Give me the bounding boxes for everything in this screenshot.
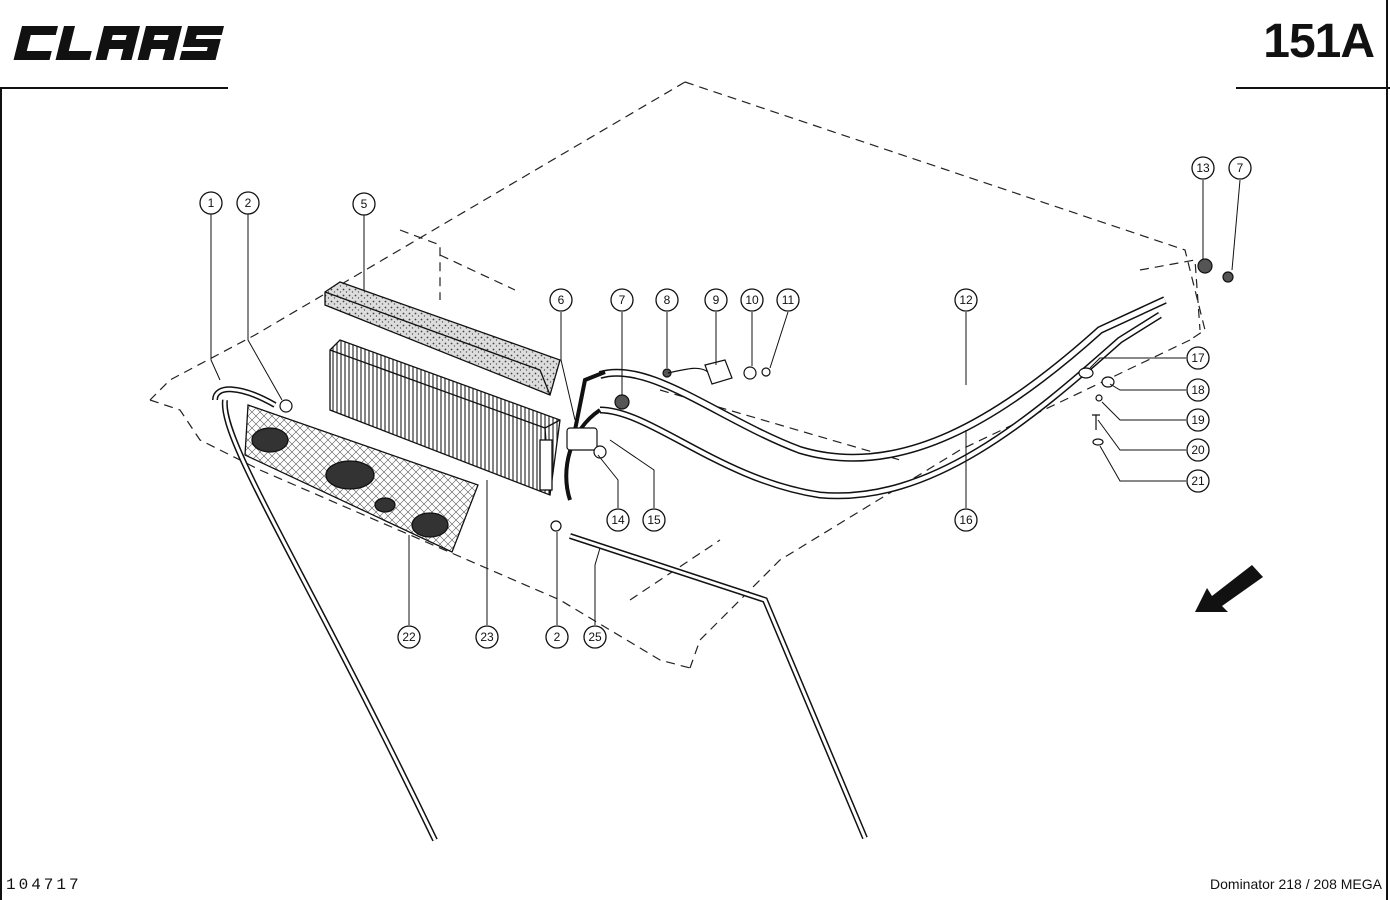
svg-text:18: 18 xyxy=(1191,383,1205,397)
callout-25: 25 xyxy=(583,625,607,649)
svg-text:14: 14 xyxy=(611,513,625,527)
callout-23: 23 xyxy=(475,625,499,649)
callout-2: 2 xyxy=(236,191,260,215)
callout-12: 12 xyxy=(954,288,978,312)
page-code: 151A xyxy=(1263,15,1375,68)
callout-16: 16 xyxy=(954,508,978,532)
svg-text:16: 16 xyxy=(959,513,973,527)
svg-text:12: 12 xyxy=(959,293,973,307)
svg-text:2: 2 xyxy=(554,630,561,644)
foam-strip-part xyxy=(324,281,561,396)
claas-logo xyxy=(13,26,225,60)
callout-8: 8 xyxy=(655,288,679,312)
svg-text:15: 15 xyxy=(647,513,661,527)
svg-text:13: 13 xyxy=(1196,161,1210,175)
svg-text:11: 11 xyxy=(782,293,795,307)
svg-text:1: 1 xyxy=(208,196,215,210)
svg-text:6: 6 xyxy=(558,293,565,307)
refrigerant-hoses xyxy=(564,296,1167,501)
leader-lines xyxy=(210,179,1241,625)
expansion-valve-part xyxy=(279,258,1234,532)
svg-text:17: 17 xyxy=(1191,351,1205,365)
header-rule-left xyxy=(0,87,228,89)
callout-20: 20 xyxy=(1186,438,1210,462)
evaporator-core-part xyxy=(329,339,561,496)
callout-6: 6 xyxy=(549,288,573,312)
frame-edge-right xyxy=(1386,0,1388,900)
callout-11: 11 xyxy=(776,288,800,312)
direction-arrow-icon xyxy=(1195,565,1263,612)
frame-edge-left xyxy=(0,87,2,900)
callout-17: 17 xyxy=(1186,346,1210,370)
svg-text:9: 9 xyxy=(713,293,720,307)
svg-text:7: 7 xyxy=(1237,161,1244,175)
svg-text:5: 5 xyxy=(361,197,368,211)
callout-5: 5 xyxy=(352,192,376,216)
callout-9: 9 xyxy=(704,288,728,312)
drain-hoses xyxy=(212,386,868,842)
callout-14: 14 xyxy=(606,508,630,532)
svg-text:23: 23 xyxy=(480,630,494,644)
callout-19: 19 xyxy=(1186,408,1210,432)
machine-model: Dominator 218 / 208 MEGA xyxy=(1210,876,1382,892)
svg-text:25: 25 xyxy=(588,630,602,644)
svg-text:20: 20 xyxy=(1191,443,1205,457)
callout-7: 7 xyxy=(610,288,634,312)
svg-text:7: 7 xyxy=(619,293,626,307)
svg-text:22: 22 xyxy=(402,630,416,644)
document-number: 104717 xyxy=(6,876,82,894)
callout-2b: 2 xyxy=(545,625,569,649)
svg-text:21: 21 xyxy=(1191,474,1205,488)
svg-text:2: 2 xyxy=(245,196,252,210)
callout-1: 1 xyxy=(199,191,223,215)
callout-13: 13 xyxy=(1191,156,1215,180)
svg-text:19: 19 xyxy=(1191,413,1205,427)
svg-text:10: 10 xyxy=(745,293,759,307)
callout-21: 21 xyxy=(1186,469,1210,493)
callout-7b: 7 xyxy=(1228,156,1252,180)
callout-10: 10 xyxy=(740,288,764,312)
callout-15: 15 xyxy=(642,508,666,532)
callout-18: 18 xyxy=(1186,378,1210,402)
svg-text:8: 8 xyxy=(664,293,671,307)
header-rule-right xyxy=(1236,87,1390,89)
callout-22: 22 xyxy=(397,625,421,649)
filter-mesh-part xyxy=(244,404,479,553)
